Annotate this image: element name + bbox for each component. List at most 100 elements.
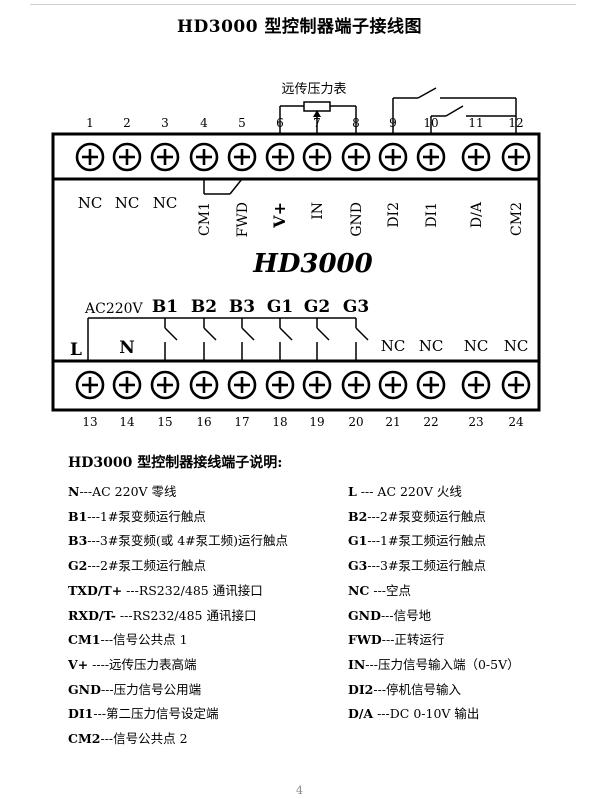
page-number: 4 bbox=[296, 784, 303, 797]
relay-contact-switch bbox=[279, 318, 293, 361]
top-terminal-number: 3 bbox=[161, 116, 169, 130]
terminal-code: L bbox=[348, 484, 357, 499]
top-terminal-screw bbox=[189, 142, 219, 172]
bottom-terminal-screw bbox=[378, 370, 408, 400]
terminal-description-item: B3---3#泵变频(或 4#泵工频)运行触点 bbox=[68, 530, 288, 549]
terminal-description-item: B1---1#泵变频运行触点 bbox=[68, 506, 206, 525]
bottom-terminal-screw bbox=[227, 370, 257, 400]
bottom-terminal-screw bbox=[416, 370, 446, 400]
terminal-code: G2 bbox=[68, 558, 88, 574]
relay-contact-label: B3 bbox=[229, 297, 255, 317]
terminal-description-item: GND---信号地 bbox=[348, 605, 431, 624]
top-terminal-number: 1 bbox=[86, 116, 94, 130]
terminal-description-item: TXD/T+ ---RS232/485 通讯接口 bbox=[68, 580, 263, 599]
terminal-description-item: CM1---信号公共点 1 bbox=[68, 629, 188, 648]
bottom-terminal-screw bbox=[341, 370, 371, 400]
ac220v-label: AC220V bbox=[84, 301, 144, 317]
terminal-function: ---空点 bbox=[369, 582, 412, 598]
terminal-function: ---3#泵工频运行触点 bbox=[367, 558, 486, 574]
relay-contact-switch bbox=[203, 318, 217, 361]
terminal-function: ---信号公共点 2 bbox=[100, 731, 188, 746]
top-terminal-label: CM2 bbox=[509, 202, 525, 236]
bottom-terminal-number: 24 bbox=[508, 415, 524, 429]
top-terminal-screw bbox=[302, 142, 332, 172]
top-terminal-label: D/A bbox=[469, 201, 485, 228]
bottom-terminal-number: 14 bbox=[119, 415, 135, 429]
terminal-function: ---1#泵工频运行触点 bbox=[367, 533, 486, 549]
top-terminal-screw bbox=[416, 142, 446, 172]
top-terminal-label: NC bbox=[115, 194, 140, 212]
terminal-description-item: D/A ---DC 0-10V 输出 bbox=[348, 703, 479, 722]
bottom-terminal-number: 21 bbox=[385, 415, 400, 429]
bottom-terminal-number: 22 bbox=[423, 415, 438, 429]
top-terminal-label: GND bbox=[349, 202, 365, 237]
terminal-description-item: G1---1#泵工频运行触点 bbox=[348, 530, 486, 549]
bottom-terminal-screw bbox=[75, 370, 105, 400]
terminal-code: B2 bbox=[348, 508, 368, 524]
terminal-code: D/A bbox=[348, 706, 374, 722]
terminal-description-item: B2---2#泵变频运行触点 bbox=[348, 506, 486, 525]
relay-contact-label: G2 bbox=[304, 297, 330, 317]
terminal-function: ---AC 220V 零线 bbox=[79, 484, 177, 499]
terminal-code: IN bbox=[348, 656, 366, 672]
terminal-code: V+ bbox=[68, 656, 89, 672]
gauge-arrow bbox=[313, 110, 321, 117]
top-terminal-label: V+ bbox=[270, 202, 289, 229]
terminal-description-item: G2---2#泵工频运行触点 bbox=[68, 555, 206, 574]
bottom-terminal-label: NC bbox=[464, 337, 489, 355]
terminal-description-item: L --- AC 220V 火线 bbox=[348, 481, 462, 500]
terminal-function: --- AC 220V 火线 bbox=[356, 484, 462, 499]
top-terminal-label: IN bbox=[310, 202, 326, 220]
bottom-terminal-number: 17 bbox=[234, 415, 249, 429]
bottom-terminal-label: NC bbox=[504, 337, 529, 355]
top-terminal-label: NC bbox=[153, 194, 178, 212]
description-heading: HD3000 型控制器接线端子说明: bbox=[68, 455, 283, 471]
terminal-description-item: DI1---第二压力信号设定端 bbox=[68, 703, 219, 722]
top-terminal-number: 9 bbox=[389, 116, 397, 130]
relay-contact-label: G3 bbox=[343, 297, 369, 317]
terminal-description-item: N---AC 220V 零线 bbox=[68, 481, 177, 500]
terminal-description-item: FWD---正转运行 bbox=[348, 629, 444, 648]
terminal-code: FWD bbox=[348, 632, 382, 648]
bottom-terminal-number: 19 bbox=[309, 415, 324, 429]
relay-contact-switch bbox=[316, 318, 330, 361]
terminal-code: G1 bbox=[348, 533, 368, 549]
terminal-description-item: G3---3#泵工频运行触点 bbox=[348, 555, 486, 574]
bottom-terminal-screw bbox=[150, 370, 180, 400]
terminal-function: ---第二压力信号设定端 bbox=[93, 706, 219, 722]
relay-contact-label: B1 bbox=[152, 297, 178, 317]
bottom-terminal-screw bbox=[189, 370, 219, 400]
terminal-code: NC bbox=[348, 582, 370, 598]
terminal-code: RXD/T- bbox=[68, 607, 116, 623]
relay-contact-label: B2 bbox=[191, 297, 217, 317]
terminal-function: ---RS232/485 通讯接口 bbox=[122, 582, 263, 598]
terminal-function: ---压力信号公用端 bbox=[100, 681, 202, 697]
terminal-code: CM2 bbox=[68, 731, 101, 746]
top-terminal-screw bbox=[227, 142, 257, 172]
terminal-description-item: CM2---信号公共点 2 bbox=[68, 728, 188, 747]
terminal-code: GND bbox=[348, 607, 381, 623]
bottom-terminal-number: 16 bbox=[196, 415, 211, 429]
top-terminal-screw bbox=[341, 142, 371, 172]
top-terminal-label: CM1 bbox=[197, 202, 213, 236]
bottom-terminal-number: 20 bbox=[348, 415, 363, 429]
terminal-function: ---3#泵变频(或 4#泵工频)运行触点 bbox=[87, 533, 289, 549]
bottom-terminal-number: 13 bbox=[82, 415, 97, 429]
top-terminal-number: 7 bbox=[313, 116, 321, 130]
terminal-function: ---2#泵变频运行触点 bbox=[367, 508, 486, 524]
bottom-terminal-number: 23 bbox=[468, 415, 483, 429]
relay-contact-label: G1 bbox=[267, 297, 293, 317]
di1-switch bbox=[445, 105, 464, 117]
pressure-gauge-label: 远传压力表 bbox=[281, 82, 346, 97]
top-terminal-screw bbox=[265, 142, 295, 172]
top-terminal-screw bbox=[112, 142, 142, 172]
top-terminal-label: DI1 bbox=[424, 202, 440, 228]
top-terminal-screw bbox=[378, 142, 408, 172]
terminal-function: ---2#泵工频运行触点 bbox=[87, 558, 206, 574]
terminal-function: ----远传压力表高端 bbox=[88, 656, 197, 672]
top-terminal-number: 8 bbox=[352, 116, 360, 130]
terminal-function: ---DC 0-10V 输出 bbox=[373, 706, 480, 722]
bottom-terminal-label: L bbox=[70, 340, 82, 360]
terminal-description-item: V+ ----远传压力表高端 bbox=[68, 654, 197, 673]
pressure-gauge-symbol bbox=[303, 101, 331, 112]
